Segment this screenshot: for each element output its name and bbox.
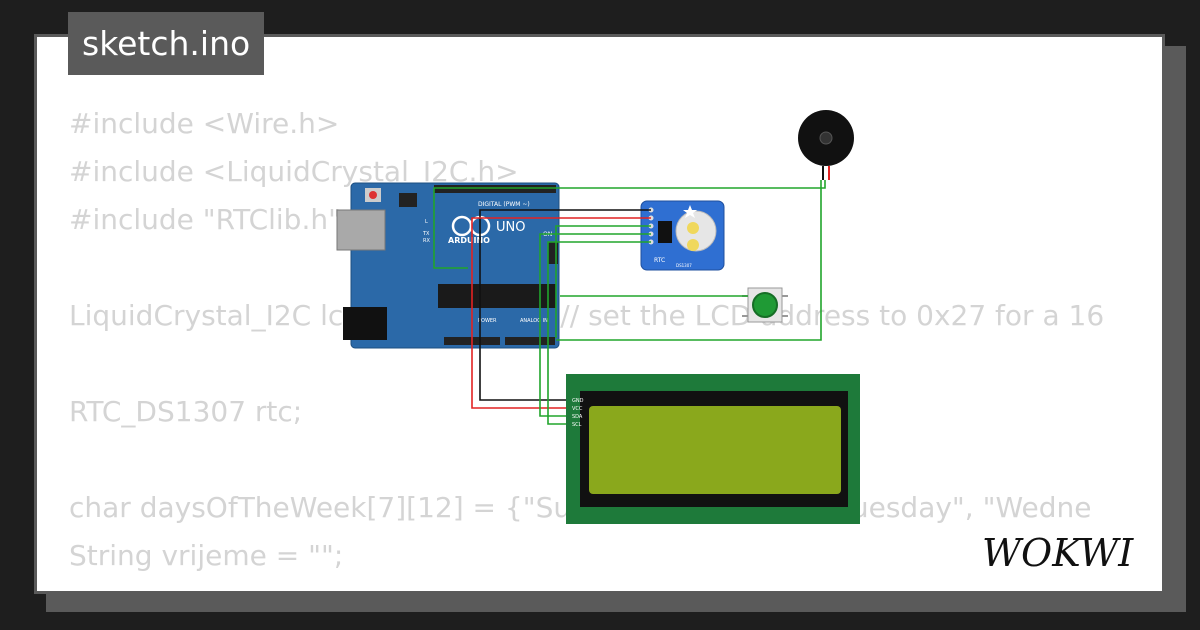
rtc-chip [658, 221, 672, 243]
power-label: POWER [478, 318, 497, 324]
wire-green [433, 180, 826, 269]
lcd-pin-label: VCC [572, 406, 583, 412]
wire-green [555, 225, 651, 338]
brand-label: ARDUINO [448, 236, 490, 245]
battery-contact [687, 239, 699, 251]
lcd-pin-label: GND [572, 398, 584, 404]
file-tab[interactable]: sketch.ino [68, 12, 265, 75]
rx-label: RX [423, 238, 430, 244]
code-line: #include "RTClib.h" [69, 203, 341, 236]
code-line: String vrijeme = ""; [69, 539, 344, 572]
analog-label: ANALOG IN [520, 318, 548, 324]
wire-black [479, 209, 651, 401]
rtc-chip-label: DS1307 [676, 263, 692, 268]
wire-green [539, 233, 651, 417]
piezo-buzzer[interactable] [798, 110, 854, 180]
wokwi-logo: WOKWI [982, 531, 1134, 575]
icsp-header-2 [548, 242, 558, 264]
code-line: #include <Wire.h> [69, 107, 340, 140]
analog-header [505, 337, 555, 345]
lcd-screen [589, 406, 841, 494]
digital-header [434, 185, 556, 193]
atmega-chip [438, 284, 556, 308]
rtc-ds1307-module[interactable]: RTC DS1307 [640, 200, 725, 271]
icsp-header [399, 193, 417, 207]
usb-connector [336, 209, 386, 251]
lcd-16x2-display[interactable]: GND VCC SDA SCL [566, 374, 860, 524]
wires [433, 180, 826, 425]
lcd-pin-label: SCL [572, 422, 582, 428]
star-icon [683, 205, 697, 218]
wire-green [556, 180, 822, 341]
battery-contact [687, 222, 699, 234]
digital-label: DIGITAL (PWM ~) [478, 201, 530, 208]
power-jack [343, 307, 387, 340]
pushbutton[interactable] [742, 287, 788, 323]
wire-red [471, 217, 651, 409]
code-line: RTC_DS1307 rtc; [69, 395, 303, 428]
board-label: UNO [496, 220, 525, 235]
reset-button-cap [369, 191, 377, 199]
lcd-pin-label: SDA [572, 414, 583, 420]
arduino-uno-board[interactable]: DIGITAL (PWM ~) UNO ARDUINO L TX RX ON P… [336, 182, 560, 349]
wire-green [547, 241, 651, 425]
rtc-label: RTC [654, 257, 665, 264]
l-label: L [425, 219, 428, 225]
wokwi-logo-text: WOKWI [982, 531, 1134, 575]
tx-label: TX [422, 231, 430, 237]
preview-card: #include <Wire.h> #include <LiquidCrysta… [34, 34, 1165, 594]
code-line: ... [69, 577, 96, 594]
